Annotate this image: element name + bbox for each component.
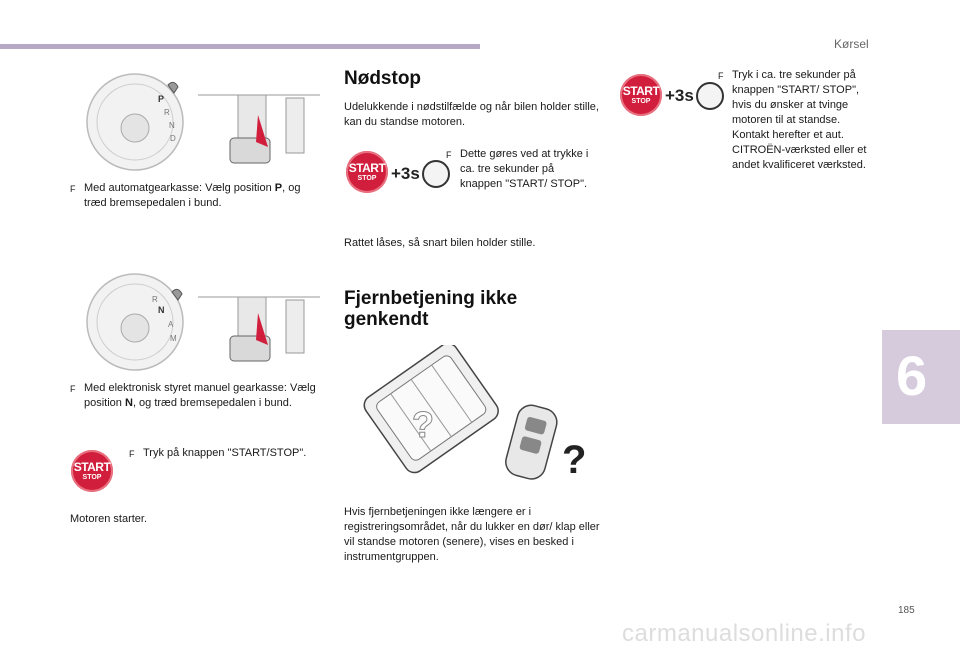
gear-label-m: M bbox=[170, 334, 177, 343]
emergency-intro-text: Udelukkende i nødstilfælde og når bilen … bbox=[344, 101, 599, 128]
gear-label-p: P bbox=[158, 94, 164, 104]
gear-label-a: A bbox=[168, 320, 174, 329]
bullet-automatic-gearbox: F Med automatgearkasse: Vælg position P,… bbox=[70, 182, 301, 209]
start-stop-button-icon: START STOP bbox=[346, 151, 388, 193]
press-arrow-icon bbox=[256, 313, 268, 345]
plus-3s-indicator: +3s bbox=[391, 160, 450, 188]
chapter-number: 6 bbox=[896, 344, 928, 407]
automatic-gear-pedal-illustration: P R N D bbox=[86, 73, 320, 171]
question-mark-icon: ? bbox=[562, 438, 586, 482]
section-title: Kørsel bbox=[834, 37, 869, 51]
heading-emergency-stop: Nødstop bbox=[344, 68, 422, 89]
gear-label-r: R bbox=[152, 295, 158, 304]
start-stop-button-icon: START STOP bbox=[620, 74, 662, 116]
checkbox-bullet-icon: F bbox=[446, 150, 452, 160]
remote-not-recognized-text: Hvis fjernbetjeningen ikke længere er i … bbox=[344, 506, 600, 563]
gear-label-n: N bbox=[158, 305, 165, 315]
page-number: 185 bbox=[898, 605, 915, 616]
selector-knob-icon bbox=[167, 81, 179, 94]
car-remote-illustration: ? ? bbox=[363, 345, 586, 482]
timer-icon bbox=[695, 82, 724, 110]
checkbox-bullet-icon: F bbox=[129, 449, 135, 459]
bullet-press-start: F Tryk på knappen "START/STOP". bbox=[129, 446, 329, 462]
selector-knob-icon bbox=[171, 288, 183, 301]
heading-remote-not-recognized: Fjernbetjening ikke genkendt bbox=[344, 288, 518, 330]
checkbox-bullet-icon: F bbox=[718, 71, 724, 81]
question-mark-icon: ? bbox=[412, 404, 434, 445]
chapter-tab bbox=[882, 330, 960, 424]
timer-icon bbox=[421, 160, 450, 188]
checkbox-bullet-icon: F bbox=[70, 384, 76, 394]
engine-started-text: Motoren starter. bbox=[70, 513, 148, 525]
start-stop-button-icon: START STOP bbox=[71, 450, 113, 492]
gear-label-n: N bbox=[169, 121, 175, 130]
plus-3s-indicator: +3s bbox=[665, 82, 724, 110]
watermark: carmanualsonline.info bbox=[622, 620, 866, 647]
press-arrow-icon bbox=[256, 115, 268, 147]
bullet-manual-gearbox: F Med elektronisk styret manuel gearkass… bbox=[70, 382, 316, 409]
gear-label-d: D bbox=[170, 134, 176, 143]
gear-label-r: R bbox=[164, 108, 170, 117]
bullet-emergency-step: F Dette gøres ved at trykke i ca. tre se… bbox=[446, 148, 589, 190]
checkbox-bullet-icon: F bbox=[70, 184, 76, 194]
header-accent-bar bbox=[0, 44, 480, 49]
bullet-force-stop: F Tryk i ca. tre sekunder på knappen "ST… bbox=[718, 69, 867, 171]
manual-gear-pedal-illustration: R N A M bbox=[86, 273, 320, 371]
steering-locked-text: Rattet låses, så snart bilen holder stil… bbox=[344, 237, 536, 249]
